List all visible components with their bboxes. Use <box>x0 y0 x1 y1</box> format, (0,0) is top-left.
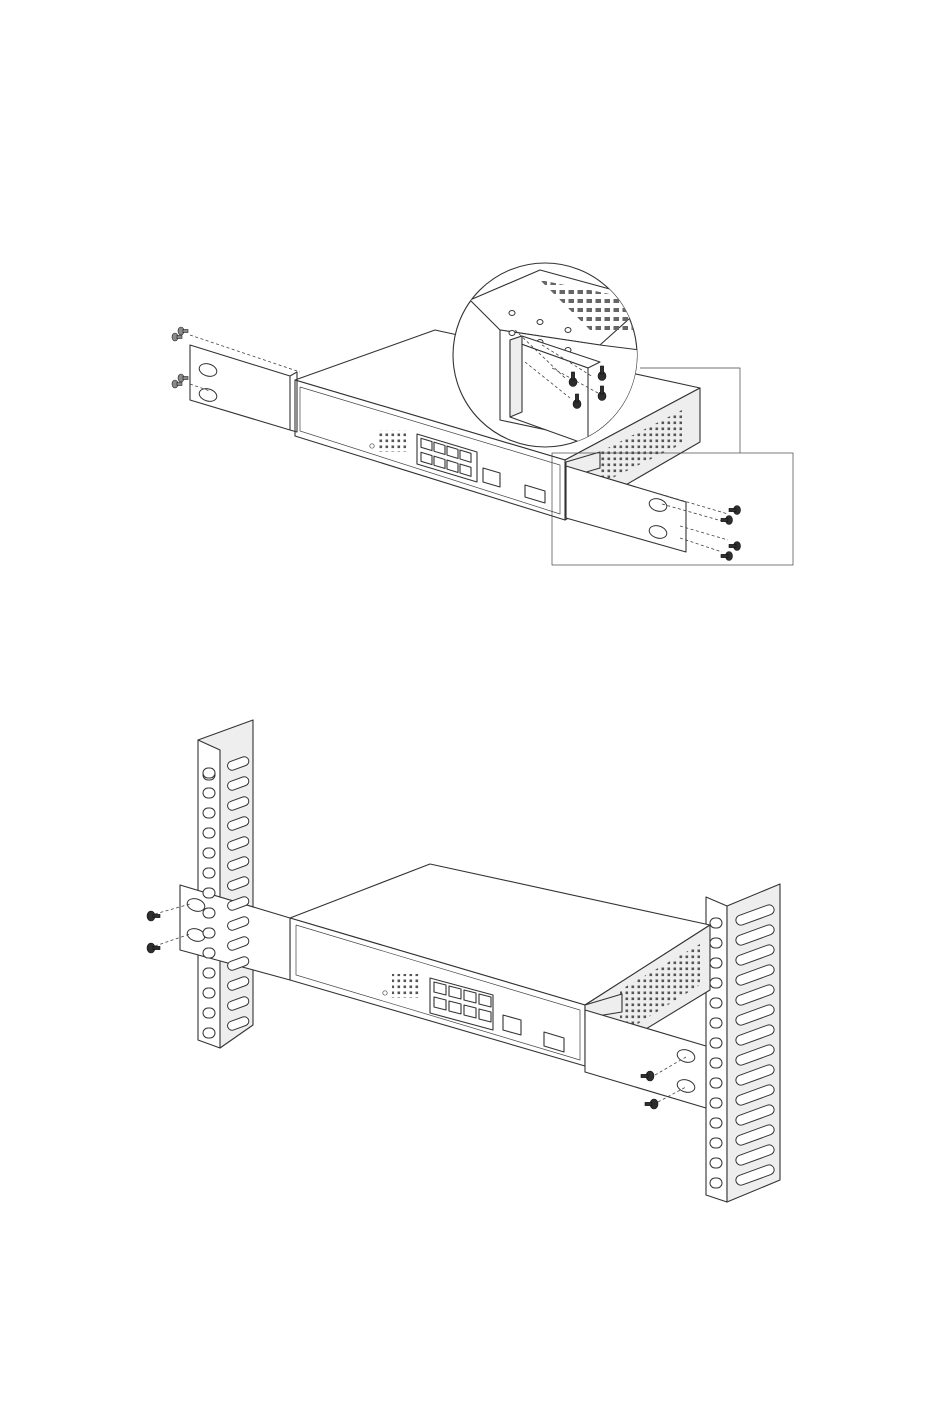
rail-hole <box>203 848 215 858</box>
rail-hole <box>710 1158 722 1168</box>
rail-hole <box>710 918 722 928</box>
rail-hole <box>203 788 215 798</box>
rail-hole <box>710 1138 722 1148</box>
rack-ear-left <box>190 335 300 432</box>
rail-hole <box>203 1008 215 1018</box>
rail-hole <box>203 928 215 938</box>
rail-hole <box>710 938 722 948</box>
rail-hole <box>710 978 722 988</box>
rail-hole <box>203 828 215 838</box>
rail-hole <box>203 948 215 958</box>
rail-hole <box>710 958 722 968</box>
rail-hole <box>203 1028 215 1038</box>
rail-hole <box>203 988 215 998</box>
rail-hole <box>710 1058 722 1068</box>
rail-hole <box>710 1098 722 1108</box>
screws-left <box>172 327 188 388</box>
rail-hole <box>203 808 215 818</box>
rail-hole <box>710 1078 722 1088</box>
rail-hole <box>203 968 215 978</box>
screws-left-installed <box>147 911 160 953</box>
rail-hole <box>203 888 215 898</box>
rail-hole <box>710 1118 722 1128</box>
figure-attach-brackets <box>172 263 793 565</box>
screws-right <box>721 506 741 561</box>
rail-hole <box>203 868 215 878</box>
rail-hole <box>203 908 215 918</box>
rail-hole <box>710 1038 722 1048</box>
rail-hole <box>710 1178 722 1188</box>
rail-hole <box>710 1018 722 1028</box>
rail-hole <box>710 998 722 1008</box>
rail-hole <box>203 768 215 778</box>
